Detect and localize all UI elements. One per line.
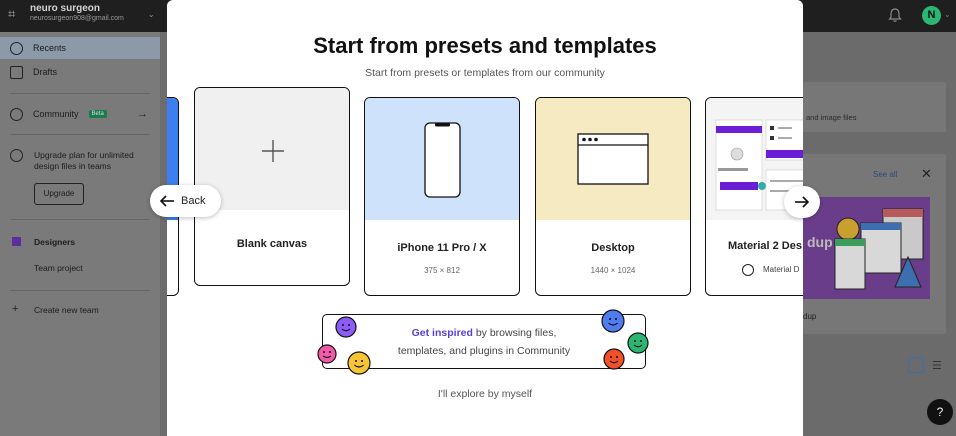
template-card-desktop[interactable]: Desktop 1440 × 1024 [535,97,691,296]
beta-badge: Beta [88,110,107,118]
card-size: 375 × 812 [424,266,460,275]
card-preview [536,98,690,220]
card-size: 1440 × 1024 [590,266,636,275]
smiley-icon [347,351,371,375]
get-inspired-link[interactable]: Get inspired [411,327,473,339]
plus-icon: + [12,303,19,315]
upgrade-arrow-icon [10,149,23,162]
account-name: neuro surgeon [30,3,101,14]
smiley-icon [335,316,357,338]
sidebar-item-recents[interactable]: Recents [0,37,160,59]
account-switcher[interactable]: ⌗ neuro surgeon neurosurgeon908@gmail.co… [8,4,155,24]
card-author: Material D [763,265,800,274]
promo-label: dup [803,312,817,321]
back-button[interactable]: Back [150,185,221,217]
import-card[interactable]: and image files [803,82,946,132]
template-card-material[interactable]: Material 2 Des Material D [705,97,803,296]
inspire-line-2: templates, and plugins in Community [397,345,571,357]
template-card-blank-canvas[interactable]: Blank canvas [194,87,350,286]
sidebar: Recents Drafts Community Beta → Upgrade … [0,32,160,436]
chevron-down-icon: ⌄ [147,9,155,19]
sidebar-item-label: Recents [33,43,67,53]
next-button[interactable] [784,186,820,218]
template-card-iphone[interactable]: iPhone 11 Pro / X 375 × 812 [364,97,520,296]
divider [10,290,150,291]
modal-subtitle: Start from presets or templates from our… [365,67,605,79]
grid-view-icon[interactable] [908,357,924,373]
card-preview [706,98,803,220]
close-icon[interactable]: ✕ [921,166,932,181]
help-button[interactable]: ? [927,399,953,425]
upgrade-button[interactable]: Upgrade [34,183,84,205]
sidebar-item-drafts[interactable]: Drafts [0,61,160,83]
arrow-left-icon [159,195,174,207]
card-preview [365,98,519,220]
card-preview [167,98,178,220]
team-name[interactable]: Designers [34,237,76,247]
card-name: Blank canvas [236,238,308,250]
card-name: Desktop [591,242,635,254]
sidebar-item-label: Community [33,109,79,119]
sidebar-item-label: Drafts [33,67,58,77]
arrow-right-icon: → [137,108,148,120]
avatar[interactable]: N [922,6,941,25]
card-preview [195,88,349,210]
smiley-icon [601,309,625,333]
sidebar-item-community[interactable]: Community Beta → [0,103,160,125]
divider [10,93,150,94]
templates-modal: Start from presets and templates Start f… [167,0,803,436]
create-team-link[interactable]: Create new team [34,305,99,315]
card-name: iPhone 11 Pro / X [397,242,487,254]
browser-window-icon [577,133,649,185]
inspire-text: by browsing files, [472,327,557,339]
see-all-link[interactable]: See all [873,170,898,179]
back-label: Back [181,195,206,207]
explore-myself-link[interactable]: I'll explore by myself [437,388,533,400]
team-project[interactable]: Team project [34,263,83,273]
upgrade-text: Upgrade plan for unlimited [34,150,134,160]
promo-image-text: dup [807,234,833,250]
smiley-icon [317,344,337,364]
import-card-text: and image files [806,113,857,122]
arrow-right-icon [795,196,810,208]
upgrade-text: design files in teams [34,161,112,171]
divider [10,134,150,135]
material-preview-thumbnail [715,119,803,211]
clock-icon [10,41,23,55]
smiley-icon [603,348,625,370]
divider [10,219,150,220]
file-icon [10,65,23,79]
figma-logo-icon: ⌗ [8,6,16,21]
promo-illustration: dup [803,197,930,299]
chevron-down-icon[interactable]: ⌄ [944,10,951,19]
get-inspired-banner[interactable]: Get inspired by browsing files, template… [317,309,649,375]
modal-title: Start from presets and templates [313,33,657,58]
plus-icon [262,140,284,162]
account-email: neurosurgeon908@gmail.com [30,15,124,22]
team-color-square [12,237,21,246]
list-view-icon[interactable]: ☰ [932,360,942,372]
smiley-icon [627,332,649,354]
inspire-line-1: Get inspired by browsing files, [323,327,645,339]
author-avatar-icon [742,264,754,276]
card-name: Material 2 Des [728,240,802,252]
globe-icon [10,107,23,121]
phone-icon [424,122,461,198]
bell-icon[interactable] [888,7,902,23]
